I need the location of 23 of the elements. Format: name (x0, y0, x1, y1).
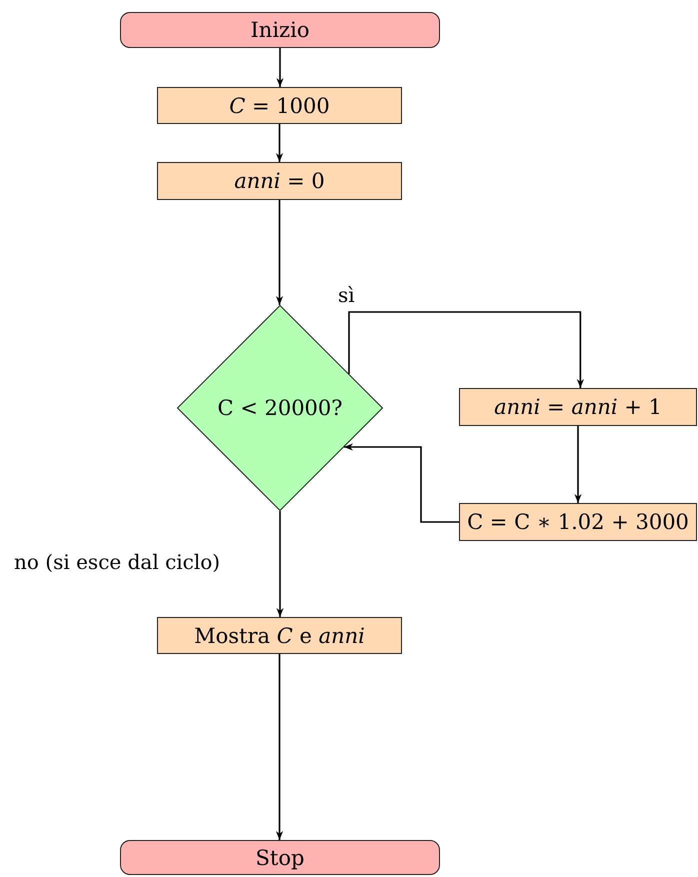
terminal-box (120, 840, 440, 875)
process-box (459, 503, 697, 541)
terminal-box (120, 12, 440, 48)
arrow (276, 200, 284, 305)
arrow (276, 654, 284, 840)
process-box (157, 617, 402, 654)
arrow (276, 124, 284, 162)
arrow (348, 311, 584, 388)
process-box (157, 162, 402, 200)
node-text: Stop (256, 846, 304, 870)
node-text: C = C ∗ 1.02 + 3000 (467, 510, 689, 534)
node-text: C < 20000? (217, 396, 343, 420)
node-text: anni = anni + 1 (494, 395, 662, 419)
arrow (574, 426, 582, 503)
arrow (276, 511, 284, 617)
node-text: C = 1000 (229, 94, 330, 118)
process-box (459, 388, 697, 426)
arrow (344, 443, 459, 523)
node-text: anni = 0 (234, 169, 325, 193)
node-text: Mostra C e anni (194, 624, 365, 648)
node-text: Inizio (250, 18, 310, 42)
arrow (276, 48, 284, 87)
process-box (157, 87, 402, 124)
